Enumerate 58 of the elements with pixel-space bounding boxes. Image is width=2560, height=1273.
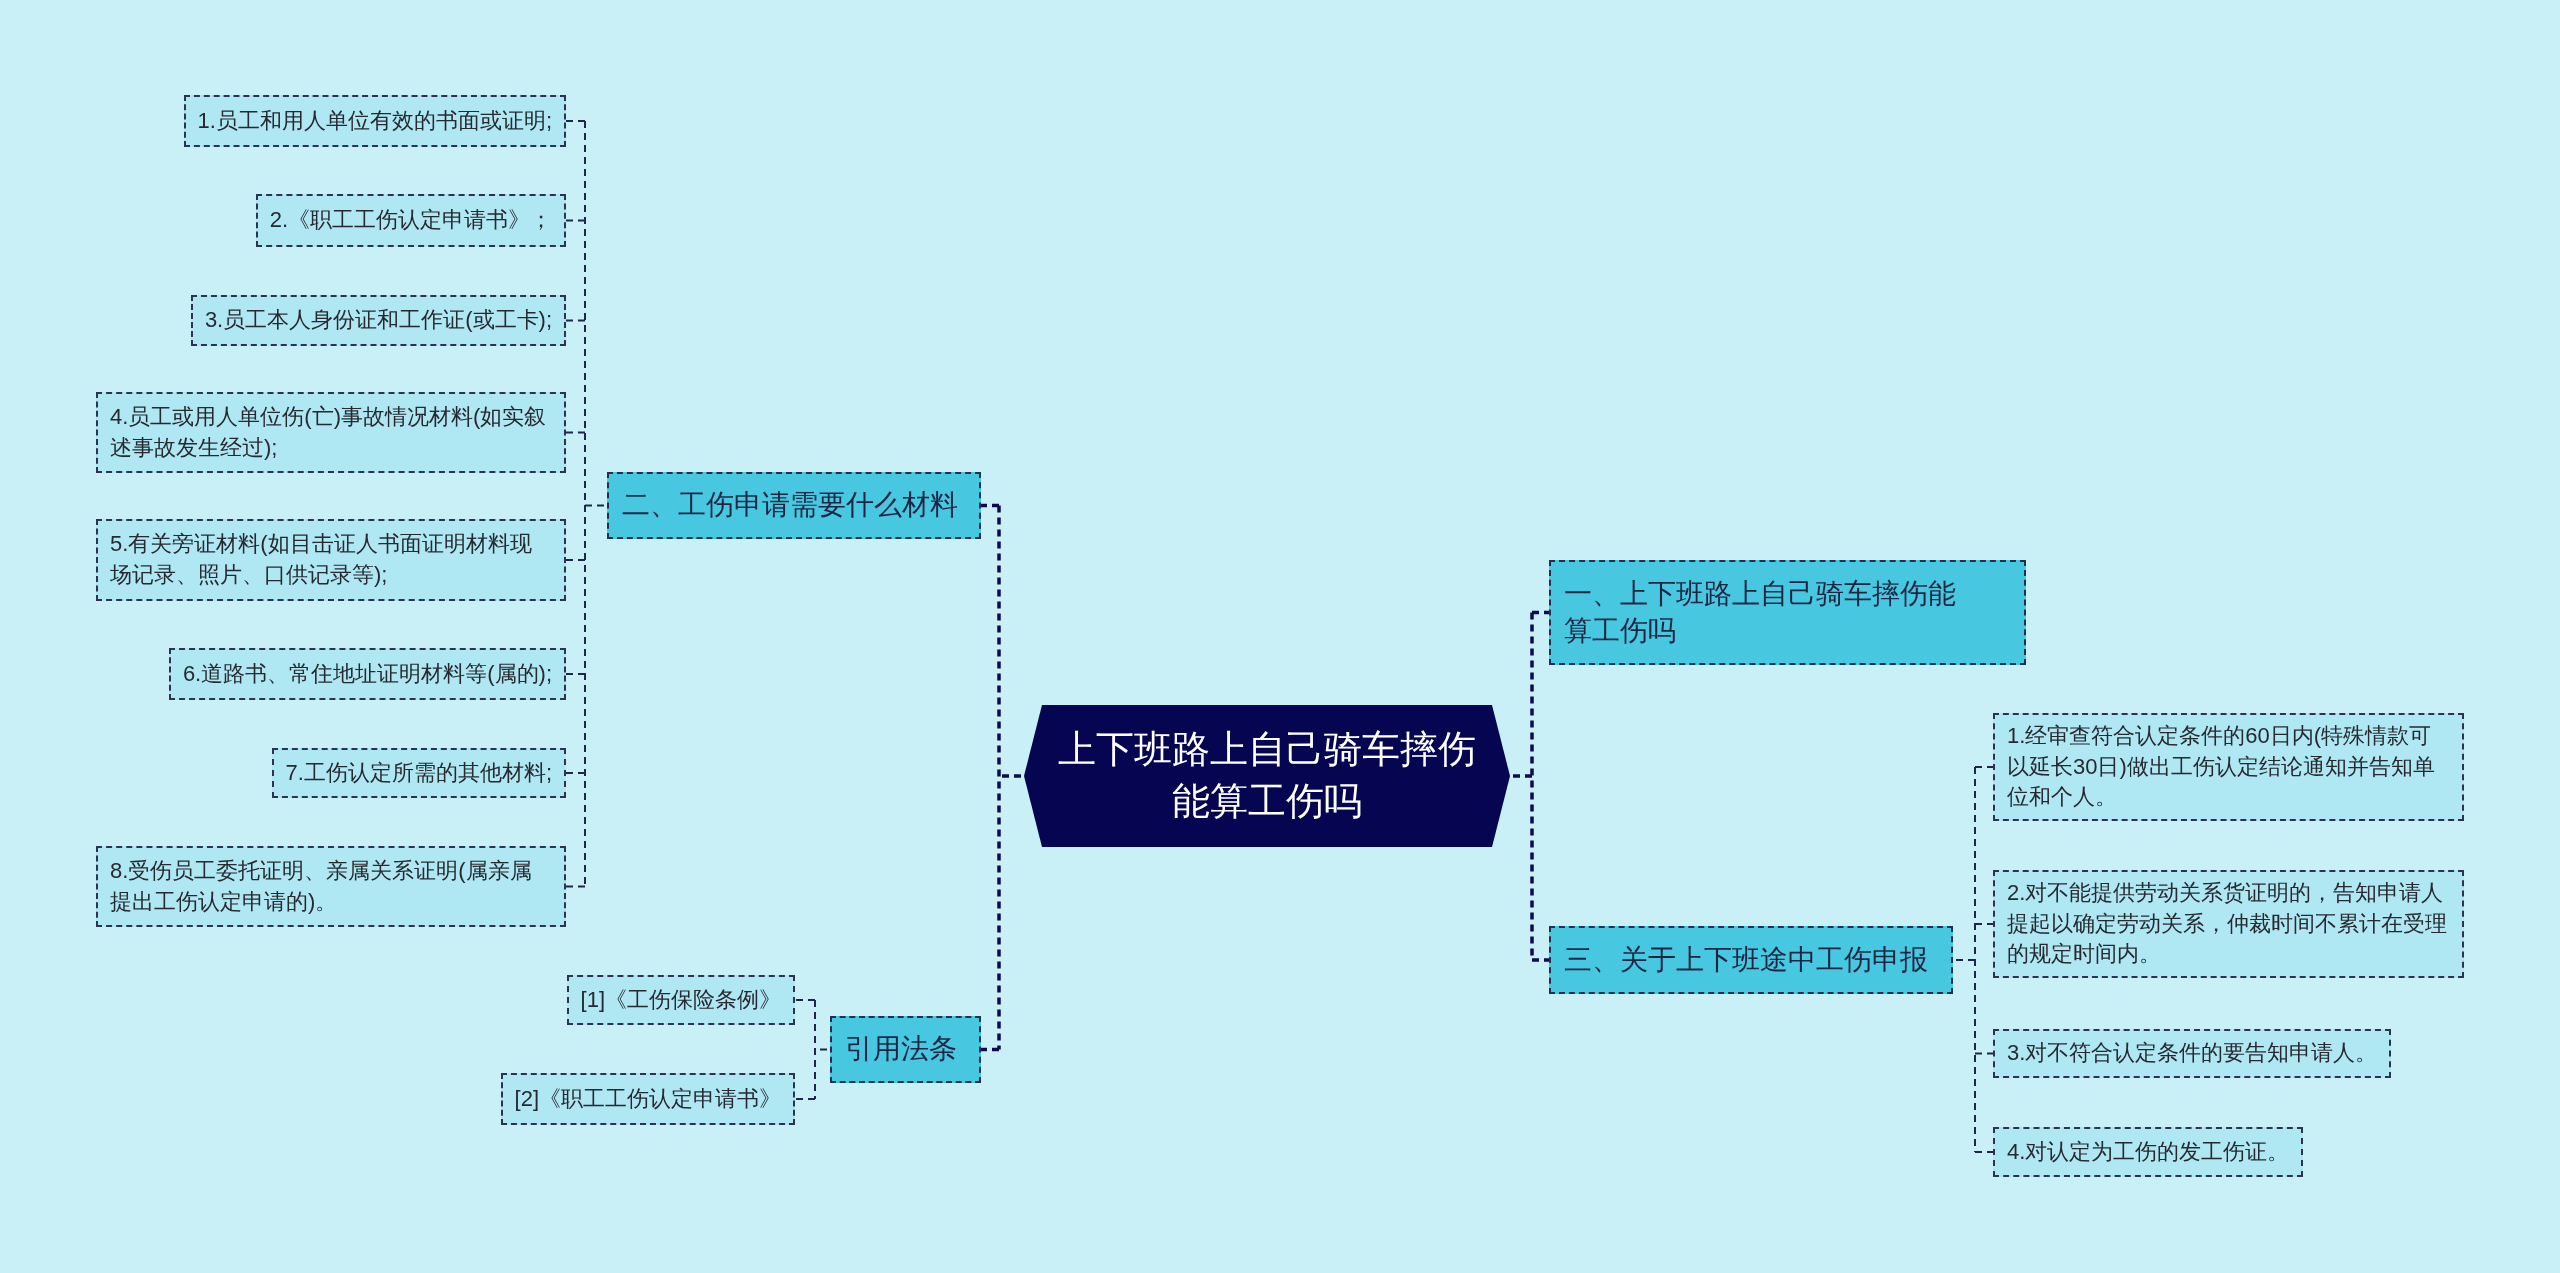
subtopic-text: 4.员工或用人单位伤(亡)事故情况材料(如实叙述事故发生经过); <box>110 402 548 462</box>
subtopic-box <box>168 648 566 700</box>
branch-topic-text: 引用法条 <box>845 1032 957 1067</box>
connector-line <box>565 772 586 774</box>
subtopic-box <box>271 748 566 798</box>
branch-topic-text: 一、上下班路上自己骑车摔伤能算工伤吗 <box>1564 577 1957 648</box>
connector-line <box>1974 766 1994 768</box>
connector-line <box>1974 1052 1994 1055</box>
connector-line <box>794 1098 816 1100</box>
subtopic-box <box>190 295 566 346</box>
connector-line <box>997 503 1023 1052</box>
connector-line <box>565 885 586 888</box>
connector-line <box>565 559 586 561</box>
connector-line <box>565 673 586 675</box>
connector-line <box>1532 958 1549 962</box>
branch-topic-box <box>830 1016 981 1083</box>
connector-line <box>565 120 586 122</box>
branch-topic-box <box>1549 926 1953 994</box>
subtopic-text: 6.道路书、常住地址证明材料等(属的); <box>182 659 552 688</box>
subtopic-box <box>96 392 566 473</box>
connector-line <box>814 999 828 1100</box>
branch-topic-box <box>1549 560 2026 665</box>
connector-line <box>565 319 586 322</box>
subtopic-box <box>1993 870 2464 978</box>
subtopic-text: 2.对不能提供劳动关系货证明的，告知申请人提起以确定劳动关系，仲裁时间不累计在受理的规定时间内。 <box>2007 878 2448 969</box>
connector-line <box>981 1047 999 1052</box>
branch-topic-box <box>607 472 981 539</box>
subtopic-box <box>500 1073 795 1125</box>
subtopic-text: 8.受伤员工委托证明、亲属关系证明(属亲属提出工伤认定申请的)。 <box>110 856 533 916</box>
subtopic-text: 5.有关旁证材料(如目击证人书面证明材料现场记录、照片、口供记录等); <box>110 530 533 589</box>
connector-line <box>565 219 586 222</box>
branch-topic-text: 三、关于上下班途中工伤申报 <box>1564 942 1928 977</box>
connector-line <box>1974 923 1994 925</box>
subtopic-box <box>1993 1029 2392 1078</box>
subtopic-text: 4.对认定为工伤的发工伤证。 <box>2007 1137 2290 1166</box>
subtopic-box <box>96 519 566 601</box>
subtopic-box <box>183 95 566 147</box>
connector-line <box>1532 610 1549 615</box>
connector-line <box>1974 1151 1994 1153</box>
subtopic-box <box>255 194 566 247</box>
subtopic-box <box>566 975 795 1025</box>
subtopic-box <box>1993 713 2464 821</box>
connector-line <box>981 503 999 508</box>
branch-topic-text: 二、工伤申请需要什么材料 <box>622 488 958 523</box>
subtopic-box <box>96 846 566 927</box>
subtopic-text: 1.员工和用人单位有效的书面或证明; <box>197 106 552 135</box>
subtopic-text: 1.经审查符合认定条件的60日内(特殊情款可以延长30日)做出工伤认定结论通知并告知单位和个人。 <box>2007 721 2436 812</box>
central-topic-text: 上下班路上自己骑车摔伤能算工伤吗 <box>1057 727 1477 824</box>
subtopic-text: [1]《工伤保险条例》 <box>580 985 781 1014</box>
connector-line <box>565 431 586 434</box>
connector-line <box>1955 766 1976 1153</box>
subtopic-text: 3.员工本人身份证和工作证(或工卡); <box>204 306 552 335</box>
subtopic-text: 3.对不符合认定条件的要告知申请人。 <box>2007 1039 2378 1068</box>
subtopic-text: [2]《职工工伤认定申请书》 <box>514 1084 781 1113</box>
subtopic-box <box>1993 1127 2304 1177</box>
subtopic-text: 2.《职工工伤认定申请书》； <box>269 206 552 235</box>
subtopic-text: 7.工伤认定所需的其他材料; <box>285 758 552 787</box>
connector-line <box>794 999 816 1001</box>
